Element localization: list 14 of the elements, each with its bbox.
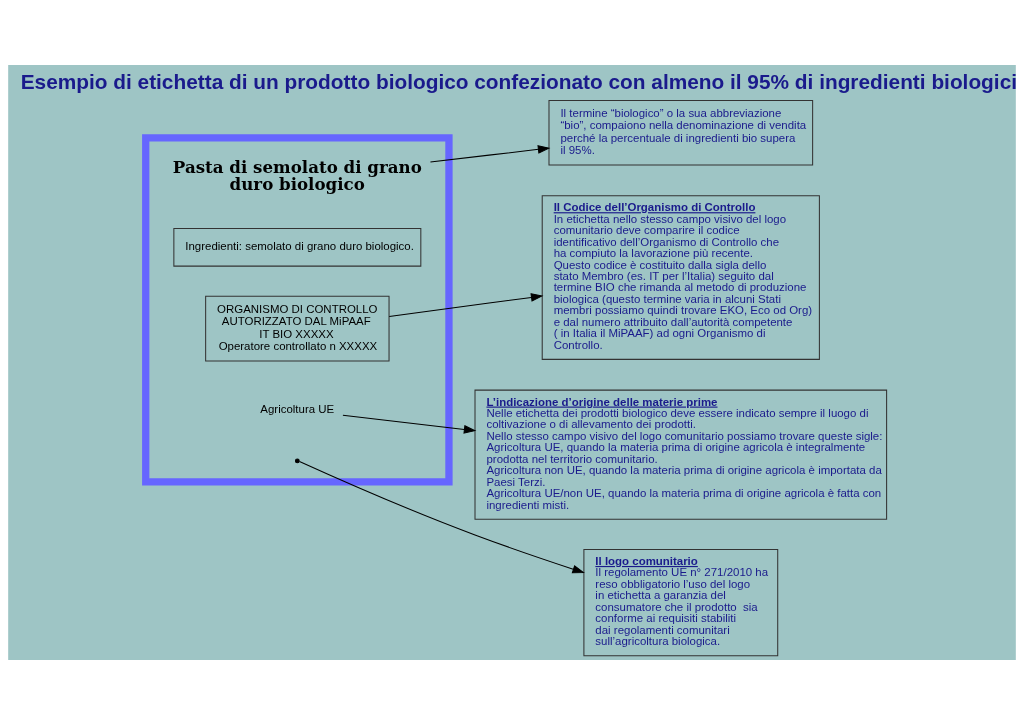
node-box: Il logo comunitario Il regolamento UE n° 271/2010 ha reso obbligatorio l’uso del logo in etichetta a garanzia del consumatore che il prodotto sia conforme ai requisiti stabiliti dai regolamenti comunitari sull’agricoltura biologica. bbox=[583, 548, 779, 656]
node-text: Pasta di semolato di grano duro biologico bbox=[172, 156, 422, 194]
node-box: Il termine “biologico” o la sua abbreviazione “bio”, compaiono nella denominazione di vendita perché la percentuale di ingredienti bio supera il 95%. bbox=[548, 99, 814, 166]
node-box: Il Codice dell’Organismo di Controllo In etichetta nello stesso campo visivo del logo comunitario deve comparire il codice identificativo dell’Organismo di Controllo che ha compiuto la lavorazione più recente. Questo codice è costituito dalla sigla dello stato Membro (es. IT per l’Italia) seguito dal termine BIO che rimanda al metodo di produzione biologica (questo termine varia in alcuni Stati membri possiamo quindi trovare EKO, Eco od Org) e dal numero attribuito dall’autorità competente ( in Italia il MiPAAF) ad ogni Organismo di Controllo. bbox=[541, 194, 820, 360]
arrow bbox=[298, 460, 585, 573]
node-box: L’indicazione d’origine delle materie prime Nelle etichetta dei prodotti biologico deve essere indicato sempre il luogo di coltivazione o di allevamento dei prodotti. Nello stesso campo visivo del logo comunitario possiamo trovare queste sigle: Agricoltura UE, quando la materia prima di origine agricola è integralmente prodotta nel territorio comunitario. Agricoltura non UE, quando la materia prima di origine agricola è importata da Paesi Terzi. Agricoltura UE/non UE, quando la materia prima di origine agricola è fatta con ingredienti misti. bbox=[474, 389, 888, 520]
arrow bbox=[388, 292, 544, 317]
arrow bbox=[429, 144, 551, 163]
node-text: Agricoltura UE bbox=[260, 402, 335, 415]
cluster bbox=[142, 133, 453, 485]
arrow bbox=[342, 414, 477, 434]
diagram-title: Esempio di etichetta di un prodotto biologico confezionato con almeno il 95% di ingredienti biologici bbox=[20, 69, 1018, 93]
node-box: Ingredienti: semolato di grano duro biologico. bbox=[173, 227, 422, 267]
node-box: ORGANISMO DI CONTROLLO AUTORIZZATO DAL MiPAAF IT BIO XXXXX Operatore controllato n XXXXX bbox=[205, 295, 390, 361]
